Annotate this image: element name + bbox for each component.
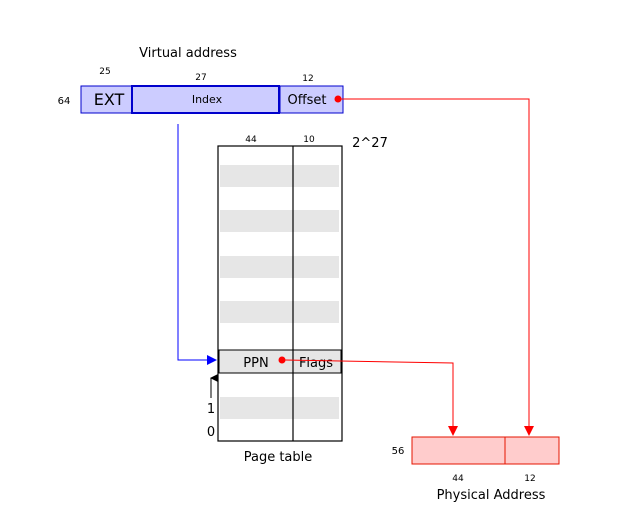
- ext-field: [80, 85, 133, 114]
- page-table-caption: Page table: [244, 450, 313, 465]
- pa-ppn-field: [411, 436, 506, 465]
- ext-label: EXT: [94, 90, 125, 109]
- ppn-dot: [278, 356, 286, 364]
- flags-label: Flags: [299, 356, 333, 371]
- virtual-address-title: Virtual address: [139, 46, 237, 61]
- stripe-row: [220, 301, 339, 323]
- index-lookup-arrow: [177, 124, 217, 365]
- stripe-row: [220, 210, 339, 232]
- physical-address-title: Physical Address: [437, 488, 546, 503]
- index-label: Index: [192, 93, 223, 106]
- index-label-0: 0: [207, 425, 215, 440]
- offset-bits: 12: [302, 74, 313, 84]
- page-table-col1-bits: 44: [245, 135, 257, 145]
- page-table-frame: [217, 145, 343, 442]
- stripe-row: [220, 397, 339, 419]
- page-table-col2-bits: 10: [303, 135, 315, 145]
- page-table-entries: 2^27: [352, 136, 388, 151]
- stripe-row: [220, 256, 339, 278]
- ext-bits: 25: [99, 67, 110, 77]
- index-field: [131, 85, 280, 114]
- pa-offset-field: [504, 436, 560, 465]
- ppn-copy-arrow: [284, 359, 458, 436]
- offset-dot: [334, 95, 342, 103]
- index-bits: 27: [195, 73, 206, 83]
- page-table: 44 10 2^27 PPN Flags 1 0 Page table: [207, 135, 388, 465]
- physical-address-width: 56: [392, 446, 405, 457]
- index-label-1: 1: [207, 402, 215, 417]
- physical-address: 56 44 12 Physical Address: [392, 436, 560, 503]
- pa-offset-bits: 12: [524, 474, 535, 484]
- offset-label: Offset: [287, 93, 326, 108]
- virtual-address: Virtual address 64 25 27 12 EXT Index Of…: [58, 46, 344, 114]
- ppn-label: PPN: [243, 356, 268, 371]
- offset-copy-arrow: [341, 98, 534, 436]
- pa-ppn-bits: 44: [452, 474, 464, 484]
- offset-field: [279, 85, 344, 114]
- virtual-address-width: 64: [58, 96, 71, 107]
- stripe-row: [220, 165, 339, 187]
